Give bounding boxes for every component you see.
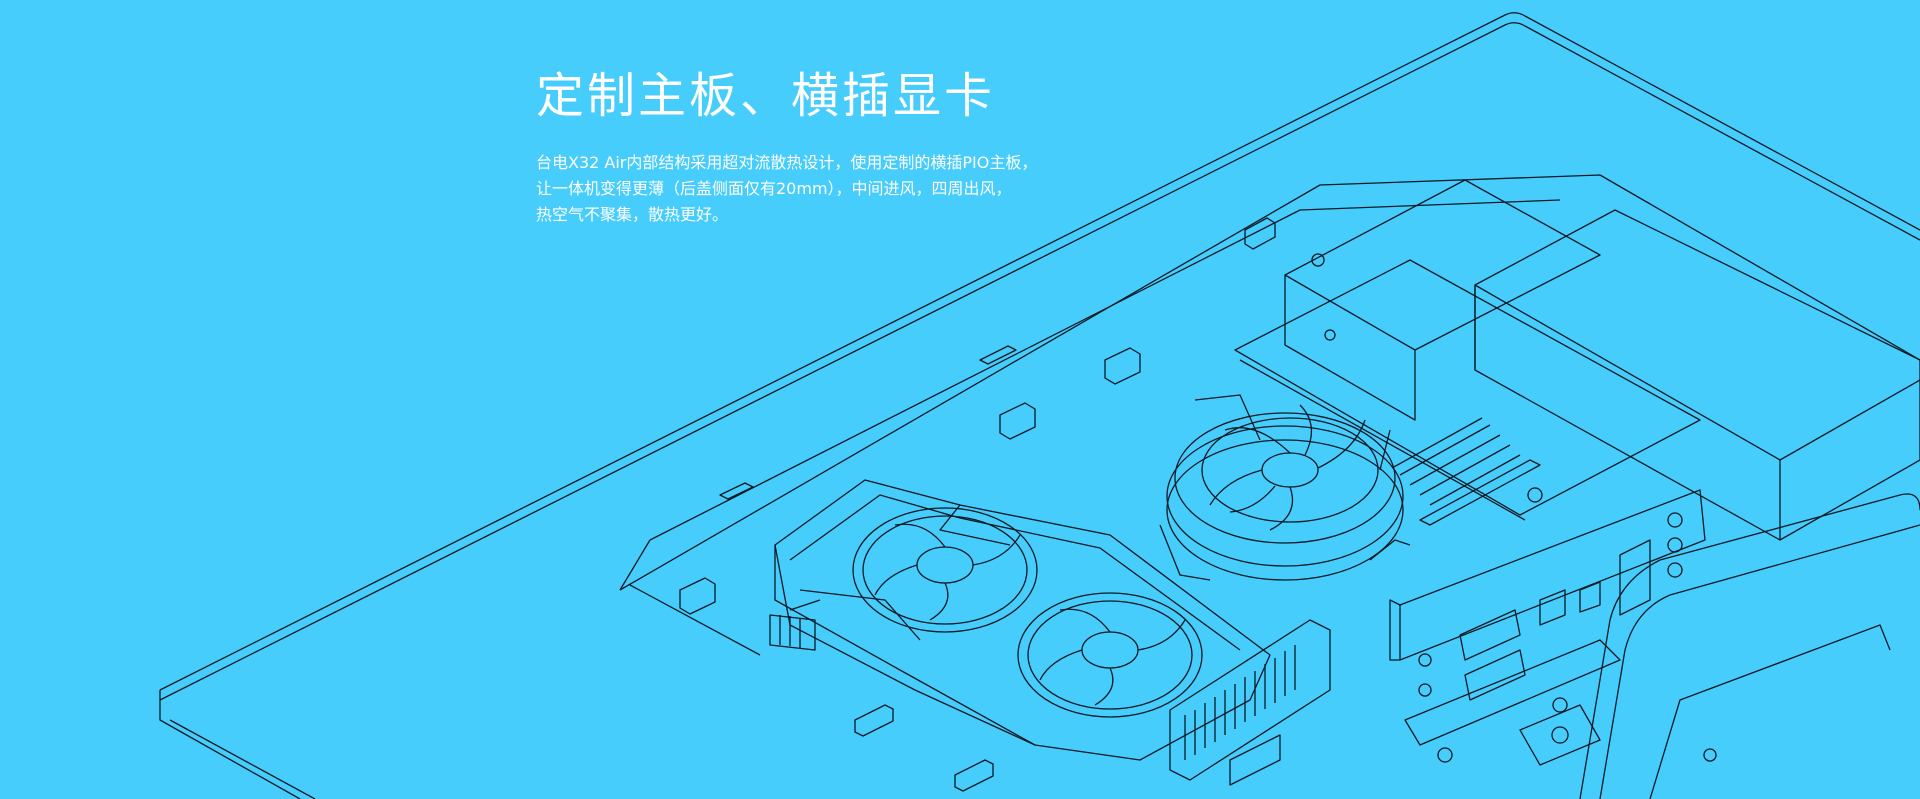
description-line: 热空气不聚集，散热更好。 (536, 205, 729, 224)
chassis-clips (679, 217, 1276, 792)
graphics-card (769, 479, 1271, 761)
motherboard (1234, 253, 1701, 526)
description-line: 让一体机变得更薄（后盖侧面仅有20mm），中间进风，四周出风， (536, 179, 1012, 198)
stand-hinge (1404, 493, 1920, 799)
hero-copy: 定制主板、横插显卡 台电X32 Air内部结构采用超对流散热设计，使用定制的横插… (536, 66, 1236, 228)
description: 台电X32 Air内部结构采用超对流散热设计，使用定制的横插PIO主板， 让一体… (536, 150, 1236, 228)
power-supply-units (1284, 179, 1920, 541)
back-cover-outline (159, 12, 1920, 799)
io-bracket (1169, 489, 1706, 786)
description-line: 台电X32 Air内部结构采用超对流散热设计，使用定制的横插PIO主板， (536, 153, 1038, 172)
cpu-cooler-fan (1159, 394, 1411, 581)
headline: 定制主板、横插显卡 (536, 68, 996, 124)
